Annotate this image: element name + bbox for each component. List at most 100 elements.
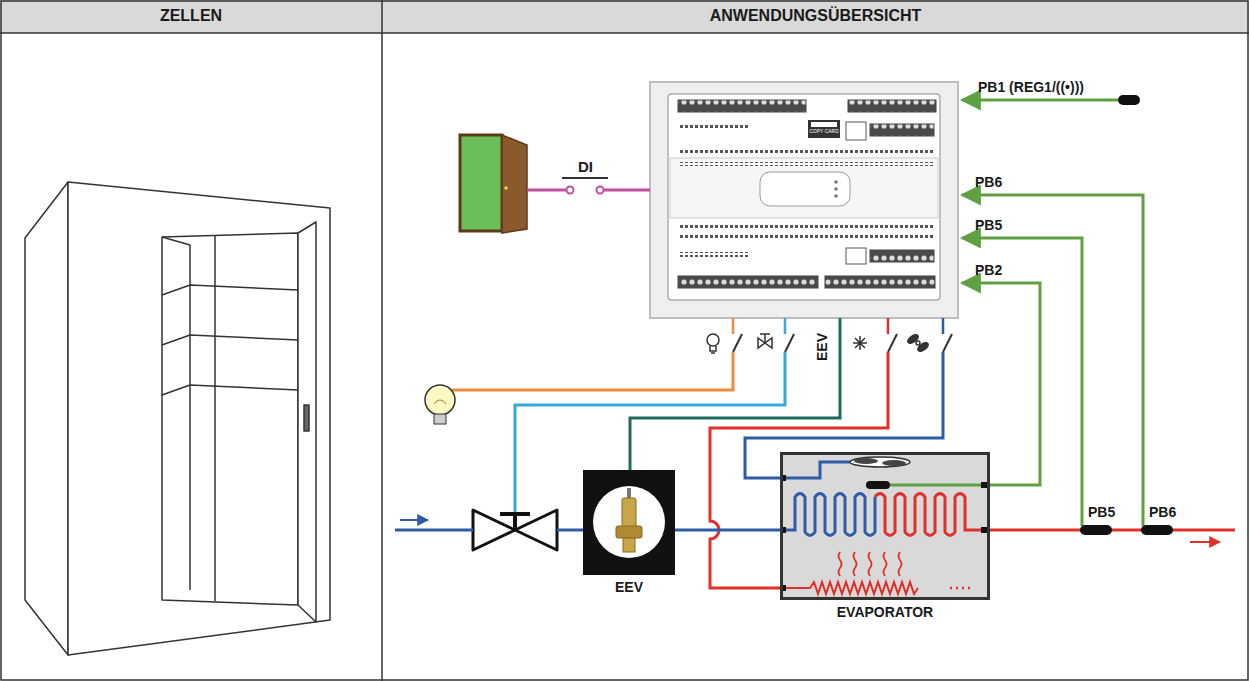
- controller-unit: [834, 180, 838, 184]
- controller-unit: [870, 250, 934, 262]
- wires: [630, 318, 840, 470]
- lamp-icon: [434, 414, 446, 424]
- port-label: COPY CARD: [808, 129, 840, 135]
- evaporator-outline: [780, 452, 990, 600]
- controller-unit: [846, 122, 866, 140]
- column-header: ANWENDUNGSÜBERSICHT: [382, 7, 1249, 25]
- table-frame: [0, 0, 1249, 33]
- component-label: EVAPORATOR: [776, 604, 994, 620]
- controller-unit: [678, 252, 750, 257]
- refrigerant-pipe: [400, 519, 428, 521]
- lamp-icon: [434, 400, 446, 404]
- pipe-connector: [675, 529, 780, 532]
- solenoid-valve: [473, 510, 557, 550]
- cold-room-illustration: [214, 236, 216, 601]
- cold-room-illustration: [68, 182, 330, 655]
- door-switch: [527, 189, 566, 192]
- probe-label: PB6: [975, 174, 1002, 190]
- refrigerant-pipe: [1190, 541, 1220, 543]
- wires: [452, 352, 733, 390]
- relay-switches: [942, 318, 945, 334]
- door-switch: [604, 189, 650, 192]
- probe-label: PB1 (REG1/((•))): [978, 79, 1084, 95]
- controller-unit: [834, 187, 838, 191]
- relay-switches: [733, 318, 952, 352]
- relay-icons: [707, 334, 719, 346]
- door-switch: [562, 177, 608, 179]
- probe-label: PB6: [975, 174, 1002, 190]
- lamp-icon: [425, 385, 455, 424]
- signal-label: DI: [578, 158, 593, 175]
- controller-unit: [834, 194, 838, 198]
- controller-unit: [678, 124, 750, 129]
- cold-room-illustration: [162, 233, 298, 605]
- controller-unit: [811, 122, 837, 127]
- relay-icons: [853, 336, 867, 350]
- cold-room-illustration: [162, 237, 190, 245]
- refrigerant-pipe: [557, 529, 583, 532]
- relay-switches: [732, 318, 735, 334]
- cold-room-illustration: [304, 405, 309, 431]
- controller-unit: [670, 158, 938, 218]
- probe-sensors: [1080, 95, 1173, 535]
- probe-label: PB6: [1149, 504, 1176, 520]
- relay-switches: [733, 334, 952, 352]
- controller-unit: [650, 82, 958, 318]
- controller-unit: [870, 124, 934, 136]
- relay-switches: [887, 318, 890, 334]
- cold-room-illustration: [162, 335, 298, 345]
- table-frame: [0, 32, 1249, 34]
- probe-sensors: [1118, 95, 1140, 105]
- door-switch: [527, 178, 650, 194]
- expansion-valve-graphic: [593, 486, 665, 558]
- expansion-valve-outline: [583, 470, 675, 575]
- expansion-valve: EEV: [579, 470, 679, 595]
- probe-wires: [962, 99, 1118, 102]
- cold-room-illustration: [189, 245, 191, 590]
- column-header: ZELLEN: [0, 7, 382, 25]
- controller-unit: [678, 100, 806, 112]
- probe-sensors: [1080, 525, 1112, 535]
- controller-unit: [678, 224, 934, 228]
- probe-label: PB5: [975, 217, 1002, 233]
- table-frame: [381, 0, 383, 681]
- door-icon: [502, 135, 527, 233]
- probe-label: PB5: [975, 217, 1002, 233]
- controller-unit: [678, 162, 934, 166]
- port-label: COPY CARD: [808, 129, 840, 135]
- column-header: ANWENDUNGSÜBERSICHT: [382, 7, 1249, 25]
- probe-label: PB2: [975, 262, 1002, 278]
- expansion-valve-graphic: [583, 470, 675, 575]
- output-label: EEV: [814, 333, 830, 361]
- refrigerant-pipe: [990, 529, 1235, 532]
- cold-room-illustration: [25, 182, 68, 655]
- relay-icons: [760, 334, 770, 343]
- refrigerant-pipe: [395, 529, 473, 532]
- probe-label: PB5: [1088, 504, 1115, 520]
- door-switch: [567, 187, 574, 194]
- probe-label: PB5: [1088, 504, 1115, 520]
- probe-label: PB6: [1149, 504, 1176, 520]
- controller-unit: [678, 234, 934, 239]
- controller-unit: [760, 172, 850, 206]
- signal-label: DI: [578, 158, 593, 175]
- probe-label: PB2: [975, 262, 1002, 278]
- controller-unit: [846, 248, 866, 264]
- lamp-icon: [425, 385, 455, 415]
- component-label: EEV: [579, 579, 679, 595]
- solenoid-valve: [500, 514, 530, 530]
- controller-unit: [668, 94, 940, 300]
- relay-icons: [710, 346, 716, 353]
- controller-unit: [678, 150, 934, 155]
- door-switch: [597, 187, 604, 194]
- controller-unit: [808, 120, 840, 138]
- output-label: EEV: [814, 333, 830, 361]
- column-header: ZELLEN: [0, 7, 382, 25]
